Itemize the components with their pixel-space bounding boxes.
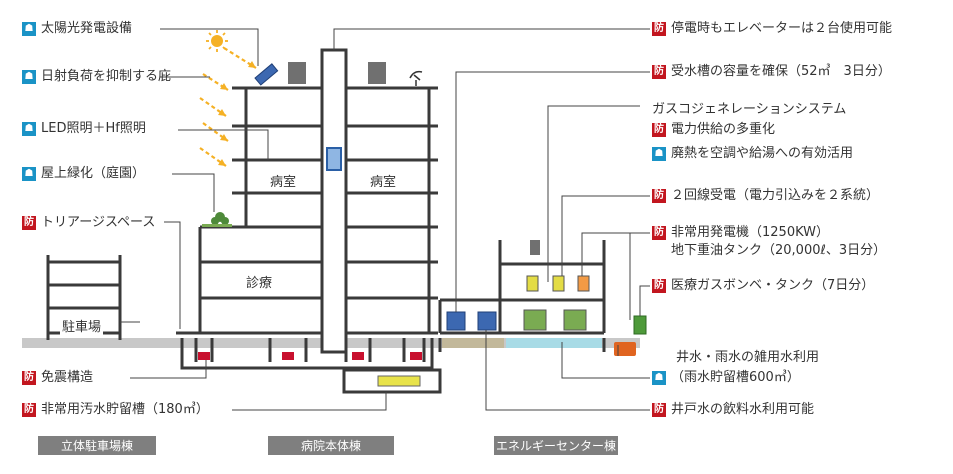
label-text: 非常用汚水貯留槽（180㎥） — [41, 402, 209, 417]
building-label-hospital: 病院本体棟 — [268, 436, 394, 455]
label-rainwater: 井水・雨水の雑用水利用 — [676, 350, 820, 365]
label-sunshade: ☗ 日射負荷を抑制する庇 — [22, 69, 171, 85]
room-label-parking: 駐車場 — [60, 316, 104, 335]
label-seismic-isolation: 防免震構造 — [22, 370, 93, 386]
label-sewage-tank: 防非常用汚水貯留槽（180㎥） — [22, 402, 209, 418]
label-text: 停電時もエレベーターは２台使用可能 — [671, 21, 893, 36]
eco-icon: ☗ — [22, 70, 36, 84]
disaster-prevention-icon: 防 — [652, 226, 666, 240]
label-well-water: 防井戸水の飲料水利用可能 — [652, 402, 814, 418]
satellite-dish-icon — [409, 70, 423, 86]
eco-icon: ☗ — [652, 147, 666, 161]
room-label-ward-right: 病室 — [370, 175, 397, 190]
label-text: 太陽光発電設備 — [41, 21, 133, 36]
label-cogeneration-title: ガスコジェネレーションシステム — [652, 102, 847, 117]
disaster-prevention-icon: 防 — [22, 216, 36, 230]
eco-icon: ☗ — [22, 122, 36, 136]
disaster-prevention-icon: 防 — [652, 22, 666, 36]
label-text: 免震構造 — [41, 370, 94, 385]
tree-icon — [211, 212, 229, 225]
label-text: 日射負荷を抑制する庇 — [41, 69, 172, 84]
room-label-ward-left: 病室 — [270, 175, 297, 190]
eco-icon: ☗ — [652, 371, 666, 385]
disaster-prevention-icon: 防 — [652, 123, 666, 137]
disaster-prevention-icon: 防 — [652, 279, 666, 293]
disaster-prevention-icon: 防 — [652, 189, 666, 203]
hospital-main-building — [176, 48, 438, 370]
disaster-prevention-icon: 防 — [22, 371, 36, 385]
building-label-parking: 立体駐車場棟 — [38, 436, 156, 455]
eco-icon: ☗ — [22, 167, 36, 181]
disaster-prevention-icon: 防 — [652, 65, 666, 79]
label-water-tank: 防受水槽の容量を確保（52㎥ 3日分） — [652, 64, 891, 80]
seismic-isolators — [198, 352, 422, 360]
label-text: 電力供給の多重化 — [671, 122, 776, 137]
solar-panel-icon — [254, 63, 279, 86]
label-text: LED照明＋Hf照明 — [41, 121, 146, 136]
label-power-supply: 防電力供給の多重化 — [652, 122, 775, 138]
label-text: トリアージスペース — [41, 215, 156, 230]
label-dual-line: 防 ２回線受電（電力引込みを２系統） — [652, 188, 879, 204]
label-led-lighting: ☗ LED照明＋Hf照明 — [22, 121, 146, 137]
emergency-sewage-tank — [342, 368, 442, 394]
label-text: 屋上緑化（庭園） — [41, 166, 146, 181]
label-waste-heat: ☗ 廃熱を空調や給湯への有効活用 — [652, 146, 853, 162]
sun-icon — [206, 30, 228, 52]
label-generator-fuel: 地下重油タンク（20,000ℓ、3日分） — [671, 243, 887, 258]
label-elevator: 防停電時もエレベーターは２台使用可能 — [652, 21, 892, 37]
energy-center-building — [438, 240, 606, 352]
label-rainwater-tank: ☗ （雨水貯留槽600㎥） — [652, 370, 800, 386]
label-text: 井戸水の飲料水利用可能 — [671, 402, 815, 417]
label-medical-gas: 防医療ガスボンベ・タンク（7日分） — [652, 278, 874, 294]
label-text: 非常用発電機（1250KW） — [671, 225, 829, 240]
disaster-prevention-icon: 防 — [22, 403, 36, 417]
label-rooftop-garden: ☗ 屋上緑化（庭園） — [22, 166, 145, 182]
label-text: 受水槽の容量を確保（52㎥ 3日分） — [671, 64, 891, 79]
label-text: （雨水貯留槽600㎥） — [671, 370, 800, 385]
label-generator: 防非常用発電機（1250KW） — [652, 225, 829, 241]
label-solar-power: ☗ 太陽光発電設備 — [22, 21, 132, 37]
label-triage-space: 防トリアージスペース — [22, 215, 155, 231]
label-text: ２回線受電（電力引込みを２系統） — [671, 188, 880, 203]
elevator-icon — [326, 147, 342, 171]
eco-icon: ☗ — [22, 22, 36, 36]
leader-lines — [120, 28, 650, 411]
room-label-clinic: 診療 — [246, 276, 273, 291]
building-label-energy-center: エネルギーセンター棟 — [494, 436, 618, 455]
disaster-prevention-icon: 防 — [652, 403, 666, 417]
label-text: 医療ガスボンベ・タンク（7日分） — [671, 278, 875, 293]
sunlight-rays — [199, 47, 257, 167]
label-text: 廃熱を空調や給湯への有効活用 — [671, 146, 854, 161]
